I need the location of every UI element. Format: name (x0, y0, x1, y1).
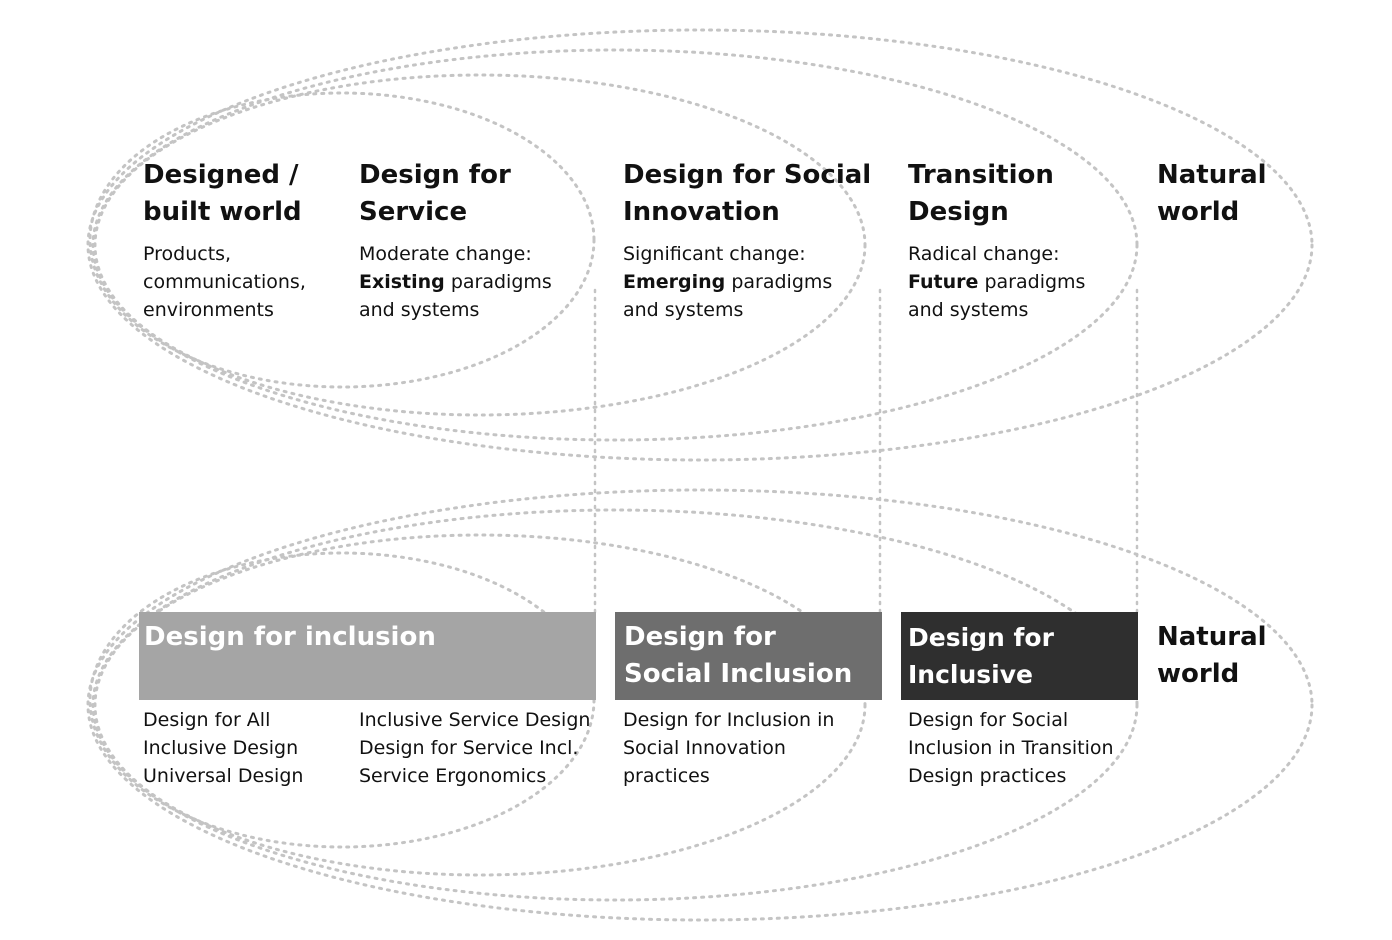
ellipse-bottom-inclusive-attitude (91, 508, 1139, 902)
ellipse-top-natural-world (86, 28, 1314, 462)
list-item: Design for Social (908, 709, 1069, 731)
ellipse-top-service (93, 73, 867, 417)
heading-designed-world: Designed / built world (143, 160, 302, 227)
list-design-for-inclusion-2: Inclusive Service Design Design for Serv… (359, 706, 590, 790)
list-design-for-social-inclusion: Design for Inclusion in Social Innovatio… (623, 706, 834, 790)
desc-design-for-service: Moderate change: Existing paradigms and … (359, 240, 552, 324)
desc-line: Moderate change: (359, 243, 532, 265)
band-design-for-social-inclusion: Design for Social Inclusion (615, 612, 882, 700)
desc-bold: Existing (359, 271, 445, 293)
list-item: Universal Design (143, 765, 304, 787)
heading-transition-design: Transition Design (908, 160, 1054, 227)
list-design-for-inclusion-1: Design for All Inclusive Design Universa… (143, 706, 303, 790)
desc-rest: paradigms (978, 271, 1086, 293)
heading-natural-world-bottom: Natural world (1157, 622, 1267, 689)
list-item: practices (623, 765, 710, 787)
desc-rest: paradigms (725, 271, 833, 293)
list-item: Service Ergonomics (359, 765, 547, 787)
list-item: Inclusive Design (143, 737, 299, 759)
list-design-for-inclusive-attitude: Design for Social Inclusion in Transitio… (908, 706, 1114, 790)
ellipse-top-designed-world (88, 91, 596, 389)
list-item: Design for Inclusion in (623, 709, 835, 731)
desc-line: Radical change: (908, 243, 1060, 265)
ellipse-bottom-inclusion (88, 551, 596, 849)
list-item: Inclusion in Transition (908, 737, 1114, 759)
desc-line: Future paradigms (908, 268, 1085, 296)
desc-line: and systems (359, 299, 480, 321)
desc-line: and systems (908, 299, 1029, 321)
desc-design-for-social-innovation: Significant change: Emerging paradigms a… (623, 240, 832, 324)
list-item: Design for Service Incl. (359, 737, 579, 759)
desc-designed-world: Products, communications, environments (143, 240, 306, 324)
desc-transition-design: Radical change: Future paradigms and sys… (908, 240, 1085, 324)
ellipse-bottom-social-inclusion (93, 533, 867, 877)
desc-line: and systems (623, 299, 744, 321)
desc-line: environments (143, 299, 274, 321)
desc-rest: paradigms (444, 271, 552, 293)
ellipse-bottom-natural-world (86, 488, 1314, 922)
band-design-for-inclusion: Design for inclusion (139, 612, 596, 700)
heading-design-for-service: Design for Service (359, 160, 511, 227)
desc-line: Emerging paradigms (623, 268, 832, 296)
list-item: Design for All (143, 709, 271, 731)
band-design-for-inclusive-attitude: Design for Inclusive Attitude (901, 612, 1138, 726)
desc-bold: Emerging (623, 271, 726, 293)
desc-line: Existing paradigms (359, 268, 552, 296)
ellipse-top-social-innovation (91, 48, 1139, 442)
desc-line: Products, (143, 243, 232, 265)
desc-bold: Future (908, 271, 979, 293)
desc-line: Significant change: (623, 243, 806, 265)
desc-line: communications, (143, 271, 306, 293)
list-item: Social Innovation (623, 737, 786, 759)
list-item: Design practices (908, 765, 1067, 787)
heading-design-for-social-innovation: Design for Social Innovation (623, 160, 872, 227)
list-item: Inclusive Service Design (359, 709, 591, 731)
heading-natural-world-top: Natural world (1157, 160, 1267, 227)
